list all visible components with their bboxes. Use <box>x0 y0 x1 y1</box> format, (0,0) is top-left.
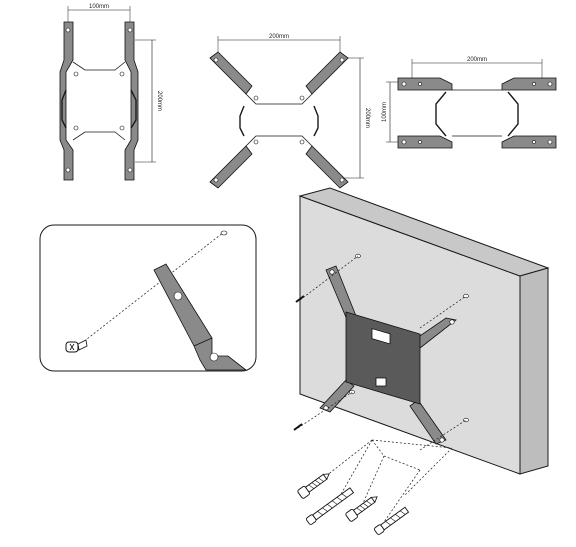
mounting-hole <box>329 269 335 275</box>
mounting-hole <box>119 71 125 77</box>
mounting-hole <box>119 125 125 131</box>
bracket-arm-bottom-left <box>209 145 253 189</box>
mounting-hole <box>213 177 219 183</box>
bracket-arm-top-right <box>305 51 349 95</box>
plate-lock-slot <box>375 377 387 387</box>
wall-bolt-icon <box>293 423 303 431</box>
bracket-arm-left <box>59 21 74 181</box>
mounting-hole <box>65 27 71 33</box>
anchor-icon <box>305 487 355 525</box>
dimension-label-width: 200mm <box>467 57 487 63</box>
detail-inset-screw-attachment <box>39 224 257 372</box>
mounting-hole <box>253 139 259 145</box>
dimension-label-width: 100mm <box>89 4 109 10</box>
screw-path-dashed <box>77 231 225 347</box>
screw-path-dashed <box>419 295 467 329</box>
screw-path-dashed <box>297 391 353 429</box>
dimension-label-width: 200mm <box>269 34 289 40</box>
mounting-hole <box>401 81 407 87</box>
bracket-arm-bottom-left <box>397 135 453 149</box>
wall-bolt-icon <box>295 295 305 303</box>
mounting-hole <box>213 57 219 63</box>
mounting-hole <box>532 140 536 144</box>
hardware-guide-lines <box>325 439 453 523</box>
bracket-bend-line <box>193 337 213 347</box>
mounting-hole <box>209 352 219 362</box>
screw-path-dashed <box>299 255 359 301</box>
screw-icon <box>345 496 378 522</box>
mounting-hole <box>299 95 305 101</box>
mounting-hole <box>299 139 305 145</box>
center-plate-outline <box>452 89 502 137</box>
plate-side-rails <box>239 105 319 137</box>
mounting-hole <box>547 139 553 145</box>
screw-icon <box>65 339 88 353</box>
diagram-200x200: 200mm 200mm <box>209 34 370 189</box>
plate-side-rails <box>435 91 519 137</box>
bracket-arm-detail <box>153 263 248 371</box>
mounting-hole <box>253 95 259 101</box>
mounting-hole <box>127 27 133 33</box>
wall-with-mount <box>293 187 550 475</box>
dimension-label-height: 100mm <box>382 102 388 122</box>
diagram-100x200: 100mm 200mm <box>59 4 162 181</box>
mounting-hole <box>339 177 345 183</box>
mounting-hole <box>339 57 345 63</box>
screw-icon <box>297 473 330 499</box>
mounting-hole <box>418 140 422 144</box>
wall-side-face <box>519 267 549 475</box>
mounting-hole <box>532 82 536 86</box>
mounting-hole <box>449 319 455 325</box>
dimension-label-height: 200mm <box>364 108 370 128</box>
bracket-arm-bottom-right <box>501 135 557 149</box>
washer-icon <box>220 230 228 236</box>
bracket-arm-top-left <box>209 51 253 95</box>
mounting-hole <box>547 81 553 87</box>
hardware-screws <box>297 439 453 535</box>
bracket-arm-right <box>124 21 139 181</box>
plate-side-rails <box>61 89 137 129</box>
center-plate-outline <box>245 93 313 147</box>
mounting-hole <box>439 437 445 443</box>
wall-bracket-arm-bottom-left <box>319 379 355 413</box>
center-mounting-plate <box>345 311 421 405</box>
mounting-hole <box>73 125 79 131</box>
plate-cutout <box>371 328 391 345</box>
anchor-icon <box>373 506 410 535</box>
mounting-hole <box>73 71 79 77</box>
screw-path-dashed <box>419 419 467 451</box>
mounting-hole <box>173 291 183 301</box>
mounting-hole <box>127 167 133 173</box>
diagram-200x100: 200mm 100mm <box>382 57 557 149</box>
center-plate-outline <box>72 61 126 141</box>
bracket-arm-bottom-right <box>305 145 349 189</box>
mounting-hole <box>65 167 71 173</box>
mounting-hole <box>418 82 422 86</box>
mounting-hole <box>401 139 407 145</box>
dimension-label-height: 200mm <box>156 91 162 111</box>
